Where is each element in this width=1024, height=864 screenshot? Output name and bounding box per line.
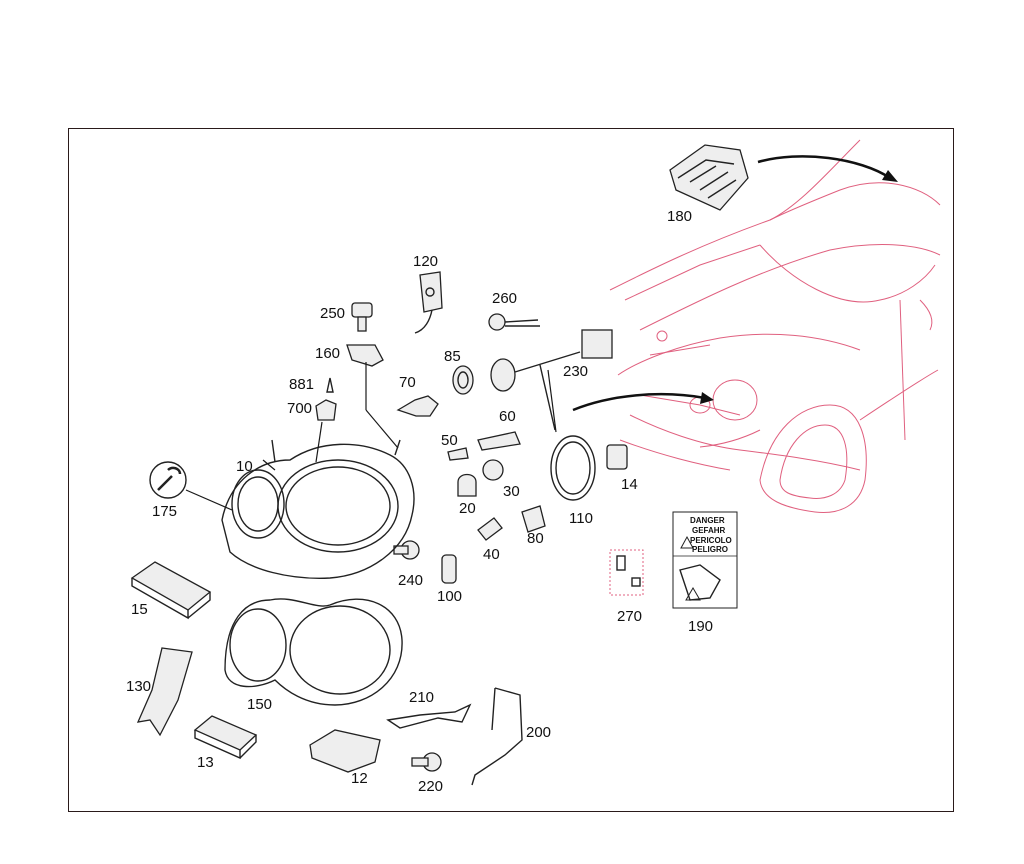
callout-12: 12 <box>351 770 368 787</box>
warning-line-4: PELIGRO <box>692 545 728 554</box>
arrow-to-headlight <box>572 392 714 412</box>
callout-100: 100 <box>437 588 462 605</box>
part-700-cap <box>315 399 337 421</box>
part-10-headlight <box>221 439 415 579</box>
callout-881: 881 <box>289 376 314 393</box>
part-240-screw <box>393 540 420 560</box>
car-outline <box>609 139 941 514</box>
part-120-bracket <box>414 271 443 334</box>
callout-20: 20 <box>459 500 476 517</box>
callout-175: 175 <box>152 503 177 520</box>
callout-240: 240 <box>398 572 423 589</box>
callout-30: 30 <box>503 483 520 500</box>
warning-line-3: PERICOLO <box>690 536 732 545</box>
part-160-clip <box>346 344 384 367</box>
part-60-bulb <box>477 431 521 451</box>
part-210-bracket <box>386 703 472 729</box>
part-20-bulb <box>457 473 477 497</box>
part-130-bracket <box>136 647 193 737</box>
part-12-control-unit <box>309 729 381 773</box>
callout-150: 150 <box>247 696 272 713</box>
callouts: 10 12 13 14 15 20 30 40 50 60 70 80 85 1… <box>126 208 713 795</box>
part-260-socket <box>488 313 540 331</box>
callout-250: 250 <box>320 305 345 322</box>
callout-110: 110 <box>569 510 593 527</box>
part-70-bulb <box>396 395 439 417</box>
part-180-relay-box <box>669 144 749 211</box>
part-100-spacer <box>441 554 457 584</box>
part-200-bracket <box>471 687 523 786</box>
warning-line-2: GEFAHR <box>692 526 726 535</box>
callout-260: 260 <box>492 290 517 307</box>
callout-270: 270 <box>617 608 642 625</box>
part-270-tag <box>609 549 644 596</box>
callout-85: 85 <box>444 348 461 365</box>
part-85-holder <box>452 365 474 395</box>
callout-10: 10 <box>236 458 253 475</box>
part-250-bolt <box>351 302 373 332</box>
callout-210: 210 <box>409 689 434 706</box>
callout-14: 14 <box>621 476 638 493</box>
callout-80: 80 <box>527 530 544 547</box>
part-13-ballast <box>193 715 258 760</box>
part-220-screw <box>411 752 442 772</box>
diagram-frame <box>68 128 954 812</box>
warning-line-1: DANGER <box>690 516 725 525</box>
part-50-bulb <box>447 447 469 461</box>
part-881-pin <box>326 377 334 393</box>
part-150-seal <box>224 598 403 706</box>
callout-230: 230 <box>563 363 588 380</box>
callout-190: 190 <box>688 618 713 635</box>
part-190-warning-label: DANGER GEFAHR PERICOLO PELIGRO <box>672 511 738 609</box>
part-110-ring <box>550 435 596 501</box>
part-14-connector <box>606 444 628 470</box>
part-175-wrench-icon <box>149 461 187 499</box>
callout-220: 220 <box>418 778 443 795</box>
leader-lines <box>185 362 557 511</box>
callout-50: 50 <box>441 432 458 449</box>
part-40-socket <box>477 517 503 541</box>
callout-130: 130 <box>126 678 151 695</box>
callout-60: 60 <box>499 408 516 425</box>
callout-40: 40 <box>483 546 500 563</box>
callout-13: 13 <box>197 754 214 771</box>
callout-160: 160 <box>315 345 340 362</box>
part-30-socket <box>482 459 504 481</box>
part-230-harness <box>490 329 613 431</box>
callout-200: 200 <box>526 724 551 741</box>
callout-180: 180 <box>667 208 692 225</box>
arrow-to-hood <box>757 155 898 182</box>
callout-700: 700 <box>287 400 312 417</box>
part-80-cap <box>521 505 546 533</box>
part-15-control-unit <box>130 561 212 620</box>
callout-120: 120 <box>413 253 438 270</box>
callout-70: 70 <box>399 374 416 391</box>
callout-15: 15 <box>131 601 148 618</box>
